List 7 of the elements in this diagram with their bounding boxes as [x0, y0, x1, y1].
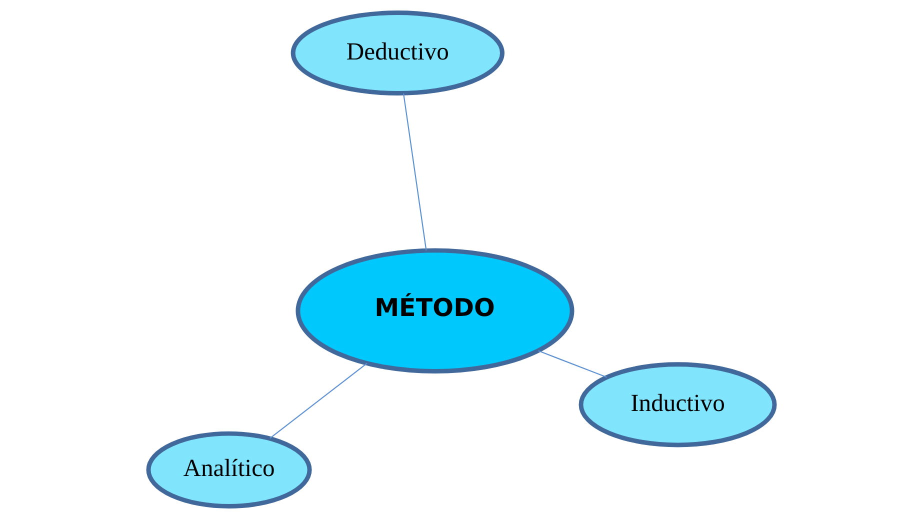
node-ellipse: Deductivo: [290, 10, 504, 96]
connector: [270, 362, 368, 439]
node-ellipse: Inductivo: [578, 362, 777, 448]
node-ellipse: Analítico: [146, 431, 312, 508]
connector: [538, 350, 608, 378]
node-ellipse: MÉTODO: [296, 248, 574, 374]
connector: [402, 93, 427, 250]
